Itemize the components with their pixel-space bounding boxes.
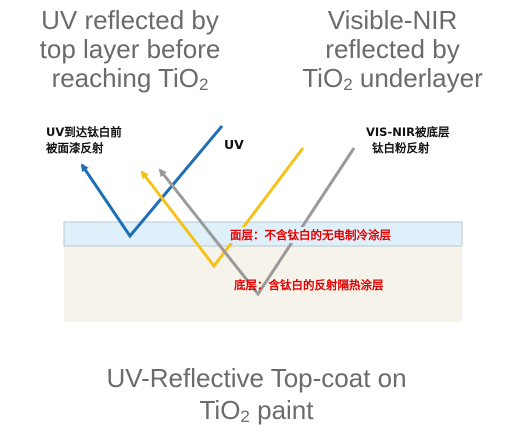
- heading-vis-nir-reflected: Visible-NIR reflected by TiO2 underlayer: [280, 6, 505, 99]
- label-uv-reflected-cn: UV到达钛白前 被面漆反射: [46, 125, 122, 155]
- heading-uv-line2: top layer before: [39, 34, 221, 64]
- caption-line2: TiO2 paint: [199, 395, 314, 426]
- nir-ray: [158, 147, 356, 297]
- uv-ray: [80, 125, 224, 239]
- heading-vis-line1: Visible-NIR: [327, 5, 458, 35]
- label-top-layer: 面层：不含钛白的无电制冷涂层: [228, 227, 393, 243]
- heading-uv-line3: reaching TiO2: [51, 63, 209, 95]
- heading-uv-line1: UV reflected by: [41, 5, 219, 35]
- label-uv: UV: [224, 137, 244, 152]
- label-bottom-layer: 底层：含钛白的反射隔热涂层: [234, 278, 384, 292]
- bottom-layer: [64, 244, 462, 322]
- visible-ray: [140, 147, 305, 269]
- caption-line1: UV-Reflective Top-coat on: [106, 363, 407, 393]
- heading-uv-reflected: UV reflected by top layer before reachin…: [10, 6, 250, 99]
- label-vis-nir-cn: VIS-NIR被底层 钛白粉反射: [366, 125, 450, 155]
- heading-vis-line2: reflected by: [325, 34, 460, 64]
- caption: UV-Reflective Top-coat on TiO2 paint: [0, 362, 513, 433]
- heading-vis-line3: TiO2 underlayer: [302, 63, 483, 95]
